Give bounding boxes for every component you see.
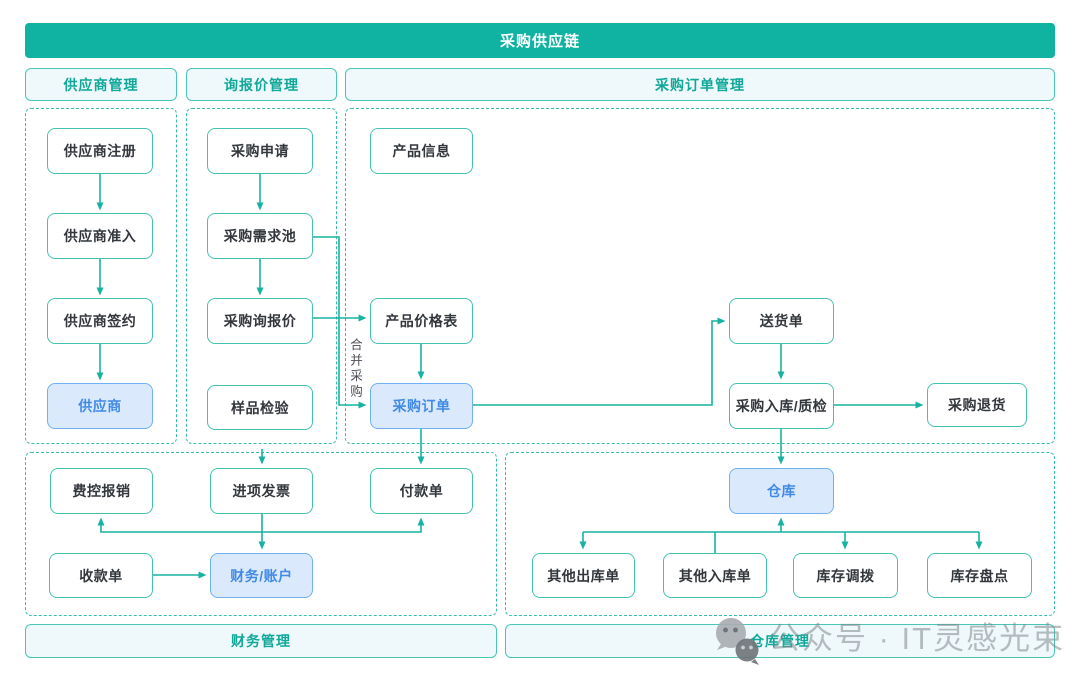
node-other-outbound: 其他出库单 — [532, 553, 635, 598]
node-label: 其他出库单 — [547, 567, 620, 584]
node-label: 其他入库单 — [678, 567, 752, 584]
node-sample-check: 样品检验 — [207, 385, 313, 430]
node-label: 供应商 — [78, 398, 122, 414]
node-label: 采购需求池 — [223, 228, 297, 244]
node-input-invoice: 进项发票 — [210, 468, 313, 514]
node-label: 采购询报价 — [223, 313, 297, 329]
node-label: 采购订单 — [392, 398, 451, 414]
node-price-list: 产品价格表 — [370, 298, 473, 344]
node-label: 仓库 — [767, 483, 796, 499]
node-delivery-note: 送货单 — [729, 298, 834, 344]
node-label: 库存调拨 — [816, 567, 875, 584]
section-footer-finance-mgmt: 财务管理 — [25, 624, 497, 658]
section-header-inquiry-mgmt: 询报价管理 — [186, 68, 337, 101]
node-label: 费控报销 — [72, 483, 131, 499]
node-label: 采购入库/质检 — [735, 398, 828, 414]
node-supplier: 供应商 — [47, 383, 153, 429]
node-label: 采购申请 — [231, 143, 289, 159]
node-payment-order: 付款单 — [370, 468, 473, 514]
node-label: 付款单 — [399, 483, 444, 499]
edge-invoice-to-payment — [262, 517, 425, 533]
section-footer-warehouse-mgmt: 仓库管理 — [505, 624, 1055, 658]
node-demand-pool: 采购需求池 — [207, 213, 313, 259]
node-label: 产品价格表 — [385, 313, 458, 329]
node-label: 进项发票 — [232, 483, 291, 499]
node-stock-count: 库存盘点 — [927, 553, 1032, 598]
section-header-label: 采购订单管理 — [655, 76, 745, 93]
node-label: 供应商注册 — [63, 143, 137, 159]
node-warehouse: 仓库 — [729, 468, 834, 514]
node-supplier-register: 供应商注册 — [47, 128, 153, 174]
node-label: 财务/账户 — [230, 567, 293, 584]
section-header-label: 供应商管理 — [63, 76, 139, 93]
node-stock-transfer: 库存调拨 — [793, 553, 898, 598]
node-product-info: 产品信息 — [370, 128, 473, 174]
diagram-title-banner: 采购供应链 — [25, 23, 1055, 58]
node-other-inbound: 其他入库单 — [663, 553, 767, 598]
section-header-po-mgmt: 采购订单管理 — [345, 68, 1055, 101]
edge-invoice-to-expense — [97, 514, 263, 533]
section-footer-label: 财务管理 — [231, 633, 291, 649]
section-header-label: 询报价管理 — [224, 76, 299, 93]
node-receipt-order: 收款单 — [49, 553, 153, 598]
edge-po-to-delivery — [473, 317, 726, 406]
node-supplier-sign: 供应商签约 — [47, 298, 153, 344]
node-expense-claim: 费控报销 — [50, 468, 153, 514]
edge-label-merge-purchase: 合并采购 — [348, 338, 362, 400]
node-label: 样品检验 — [231, 399, 289, 416]
node-label: 供应商签约 — [63, 313, 137, 329]
edge-pool-to-po-merge — [313, 236, 367, 409]
node-finance-account: 财务/账户 — [210, 553, 313, 598]
node-label: 送货单 — [759, 313, 804, 329]
diagram-title: 采购供应链 — [499, 33, 580, 50]
node-label: 产品信息 — [392, 143, 451, 159]
section-footer-label: 仓库管理 — [750, 633, 810, 649]
node-inbound-qc: 采购入库/质检 — [729, 383, 834, 429]
node-rfq: 采购询报价 — [207, 298, 313, 344]
node-purchase-request: 采购申请 — [207, 128, 313, 174]
node-label: 收款单 — [79, 567, 123, 584]
node-label: 供应商准入 — [63, 228, 137, 244]
node-label: 库存盘点 — [950, 567, 1009, 584]
node-supplier-access: 供应商准入 — [47, 213, 153, 259]
node-purchase-order: 采购订单 — [370, 383, 473, 429]
section-header-supplier-mgmt: 供应商管理 — [25, 68, 177, 101]
node-label: 采购退货 — [948, 397, 1006, 413]
node-purchase-return: 采购退货 — [927, 383, 1027, 427]
